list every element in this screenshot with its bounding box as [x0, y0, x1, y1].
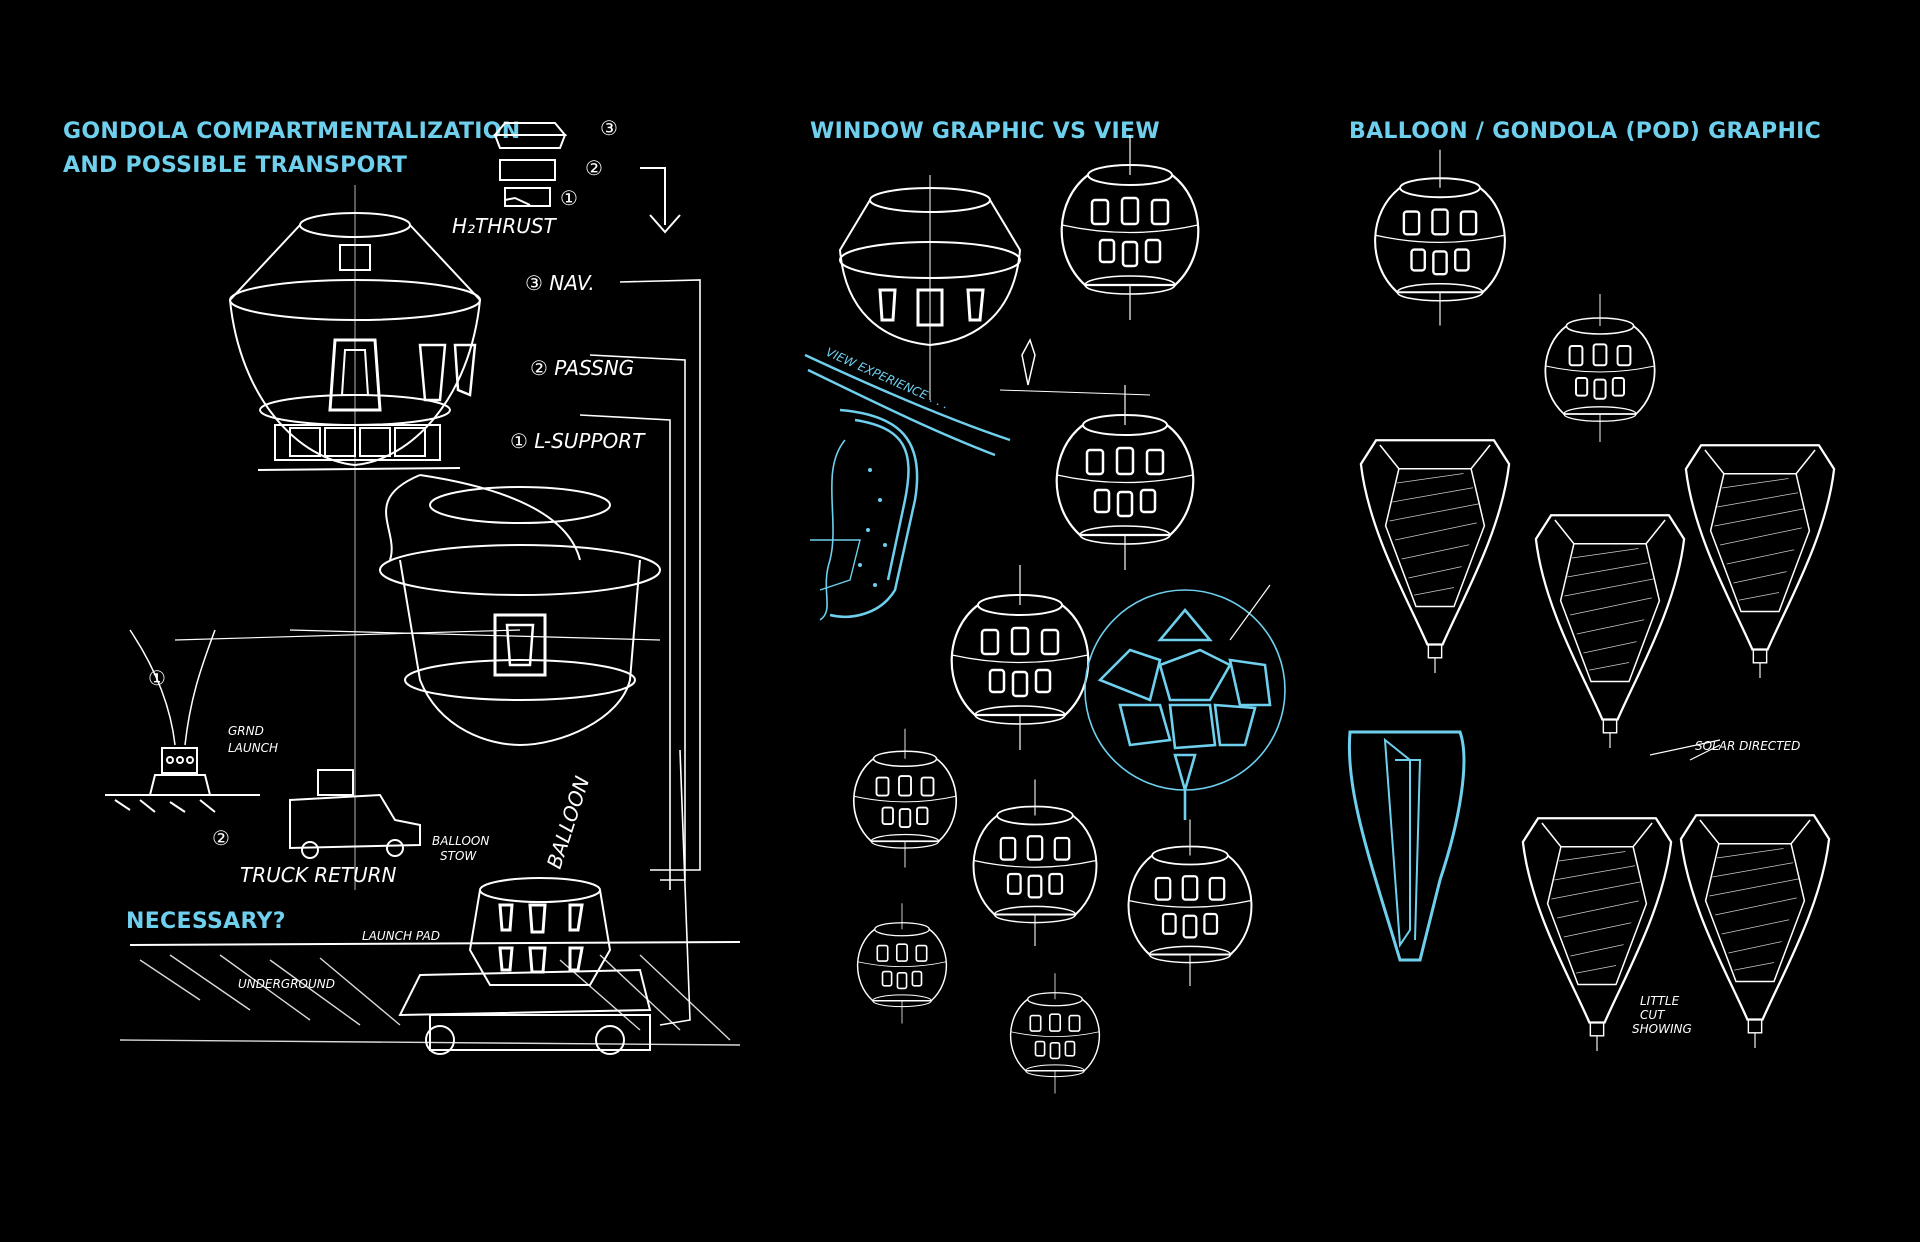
compartment-title-line1: GONDOLA COMPARTMENTALIZATION [63, 119, 521, 144]
h2thrust-note: H₂THRUST [452, 214, 558, 238]
necessary-label: NECESSARY? [126, 909, 286, 934]
nav-note: ③ NAV. [525, 271, 595, 295]
compartment-title-line2: AND POSSIBLE TRANSPORT [63, 153, 408, 178]
little-cut-note-3: SHOWING [1632, 1022, 1692, 1036]
balloon-stow-note-2: STOW [440, 849, 477, 863]
stack-3-note: ③ [600, 116, 618, 140]
window-view-sketches: VIEW EXPERIENCE . . . [804, 133, 1286, 1095]
lsupport-note: ① L-SUPPORT [510, 429, 646, 453]
gondola-stack-sketch [105, 122, 741, 1055]
compartment-title: GONDOLA COMPARTMENTALIZATION AND POSSIBL… [63, 115, 521, 183]
window-title: WINDOW GRAPHIC VS VIEW [810, 119, 1160, 144]
step-1-note: ① [148, 666, 166, 690]
grnd-launch-note-2: LAUNCH [228, 741, 278, 755]
passng-note: ② PASSNG [530, 356, 634, 380]
balloon-pod-sketches: SOLAR DIRECTED LITTLE CUT SHOWING [1347, 148, 1836, 1053]
balloon-stow-note-1: BALLOON [432, 834, 489, 848]
truck-return-note: TRUCK RETURN [240, 863, 396, 887]
stack-1-note: ① [560, 186, 578, 210]
little-cut-note-2: CUT [1640, 1008, 1666, 1022]
balloon-title: BALLOON / GONDOLA (POD) GRAPHIC [1349, 119, 1822, 144]
underground-note: UNDERGROUND [238, 977, 335, 991]
view-experience-note: VIEW EXPERIENCE . . . [824, 345, 951, 412]
compartment-annotations: H₂THRUST ③ NAV. ② PASSNG ① L-SUPPORT ③ ②… [148, 116, 646, 991]
launch-pad-note: LAUNCH PAD [362, 929, 440, 943]
solar-directed-note: SOLAR DIRECTED [1695, 739, 1800, 753]
step-2-note: ② [212, 826, 230, 850]
balloon-note: BALLOON [542, 773, 594, 871]
grnd-launch-note-1: GRND [228, 724, 264, 738]
little-cut-note-1: LITTLE [1640, 994, 1680, 1008]
stack-2-note: ② [585, 156, 603, 180]
